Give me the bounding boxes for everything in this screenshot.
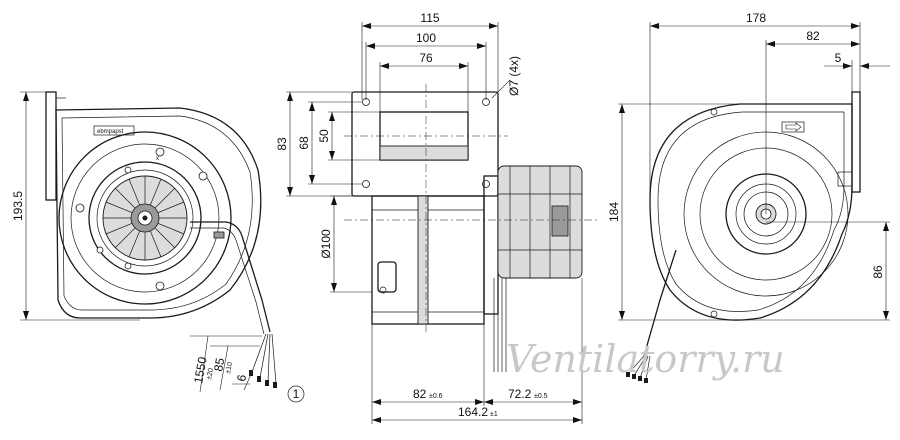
side-width-115-label: 115 bbox=[420, 11, 439, 25]
front-motor-flange bbox=[88, 161, 202, 275]
callout-circle bbox=[287, 385, 305, 403]
side-height-68-label: 68 bbox=[297, 136, 311, 150]
front-bare-end-label: 6 bbox=[234, 373, 249, 382]
rear-width-5-label: 5 bbox=[835, 51, 842, 65]
front-rotor-outline bbox=[58, 131, 232, 305]
front-view: ebmpapst x bbox=[11, 91, 305, 403]
rear-width-82-label: 82 bbox=[806, 29, 820, 43]
rear-height-86-label: 86 bbox=[871, 265, 885, 279]
side-mounting-plate bbox=[351, 91, 499, 197]
front-height-label: 193.5 bbox=[11, 191, 25, 221]
front-outlet-flange bbox=[45, 91, 57, 201]
rear-height-184-label: 184 bbox=[607, 202, 621, 222]
svg-text:x: x bbox=[156, 156, 159, 162]
direction-arrow-icon bbox=[785, 122, 802, 132]
watermark: Ventilatorry.ru bbox=[506, 337, 785, 381]
side-width-76-label: 76 bbox=[419, 51, 433, 65]
side-depth-72-label: 72.2 bbox=[508, 387, 532, 401]
rear-cable bbox=[643, 249, 677, 357]
front-lead-length-label: 1550 bbox=[191, 355, 209, 384]
side-depth-82-label: 82 bbox=[413, 387, 427, 401]
side-height-83-label: 83 bbox=[275, 137, 289, 151]
side-width-100-label: 100 bbox=[416, 31, 436, 45]
front-lead-length-tol: ±20 bbox=[206, 368, 215, 381]
side-view: 115 100 76 Ø7 (4x) 83 68 50 bbox=[275, 11, 600, 424]
front-brand-label: ebmpapst bbox=[97, 129, 124, 135]
rear-scroll-housing bbox=[649, 103, 853, 321]
callout-number: 1 bbox=[293, 387, 300, 401]
side-depth-82-tol: ±0.6 bbox=[429, 393, 443, 400]
rear-width-178-label: 178 bbox=[746, 11, 766, 25]
front-scroll-housing bbox=[55, 107, 262, 319]
side-total-depth-tol: ±1 bbox=[490, 411, 498, 418]
rear-view: 178 82 5 184 86 bbox=[607, 11, 890, 383]
side-inlet-dia-label: Ø100 bbox=[319, 229, 333, 259]
side-holes-label: Ø7 (4x) bbox=[507, 56, 521, 96]
side-motor bbox=[497, 165, 583, 279]
side-height-50-label: 50 bbox=[317, 129, 331, 143]
front-strip-length-tol: ±10 bbox=[225, 362, 234, 375]
front-cable bbox=[190, 221, 271, 333]
front-strip-length-label: 85 bbox=[211, 357, 227, 373]
rear-direction-plate bbox=[781, 121, 805, 133]
side-total-depth-label: 164.2 bbox=[458, 405, 488, 419]
rear-outlet-flange bbox=[851, 91, 861, 193]
side-depth-72-tol: ±0.5 bbox=[534, 393, 548, 400]
front-brand-plate bbox=[93, 125, 135, 136]
